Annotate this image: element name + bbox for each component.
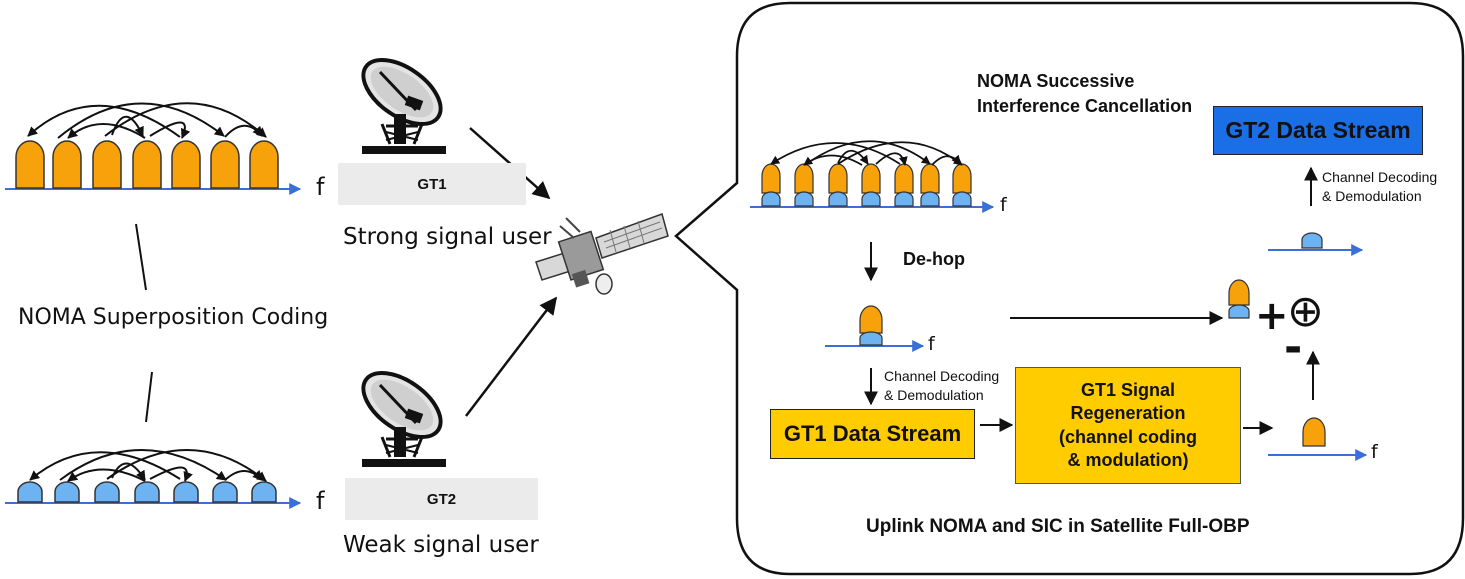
combined-pulse [1228,279,1250,319]
weak-user-spectrum [5,449,302,509]
dehop-label: De-hop [903,249,965,269]
bubble-superposed-spectrum [750,140,995,213]
weak-axis-label: f [316,487,325,515]
weak-user-label: Weak signal user [343,532,539,558]
axis-f-mid: f [928,333,935,355]
axis-f-top: f [1000,194,1007,216]
connector-line-bottom [145,371,153,423]
gt2-stream-box: GT2 Data Stream [1213,106,1423,155]
regenerated-pulse [1268,417,1368,461]
residual-weak-pulse [1268,232,1364,256]
plus-sign: + [1255,293,1289,339]
gt1-box: GT1 [338,163,526,205]
sic-title-line1: NOMA Successive [977,71,1135,91]
xor-combiner-icon: ⊕ [1287,286,1324,337]
satellite-dish-icon [350,358,454,469]
regen-line2: Regeneration [1070,403,1186,424]
regen-line1: GT1 Signal [1080,379,1176,400]
gt2-box: GT2 [345,478,538,520]
decode-mid-line1: Channel Decoding [884,368,1000,384]
gt1-regeneration-box: GT1 Signal Regeneration (channel coding … [1015,367,1241,484]
strong-axis-label: f [316,173,325,201]
satellite-icon [535,213,669,295]
decode-mid-line2: & Demodulation [884,387,984,403]
bubble-caption: Uplink NOMA and SIC in Satellite Full-OB… [866,516,1250,537]
uplink-arrow-gt2 [465,296,558,417]
noma-superposition-label: NOMA Superposition Coding [18,305,329,330]
gt1-stream-box: GT1 Data Stream [770,409,975,459]
regen-line4: & modulation) [1067,449,1189,470]
decode-top-line1: Channel Decoding [1322,169,1438,185]
sic-title-line2: Interference Cancellation [977,96,1193,116]
dehopped-pulse [825,305,925,352]
satellite-dish-icon [350,45,454,156]
strong-user-spectrum [5,102,302,195]
minus-sign: - [1284,322,1303,373]
connector-line-top [135,223,147,291]
decode-top-line2: & Demodulation [1322,188,1422,204]
strong-user-label: Strong signal user [343,224,552,250]
regen-line3: (channel coding [1058,426,1197,447]
axis-f-bottom: f [1371,441,1378,463]
